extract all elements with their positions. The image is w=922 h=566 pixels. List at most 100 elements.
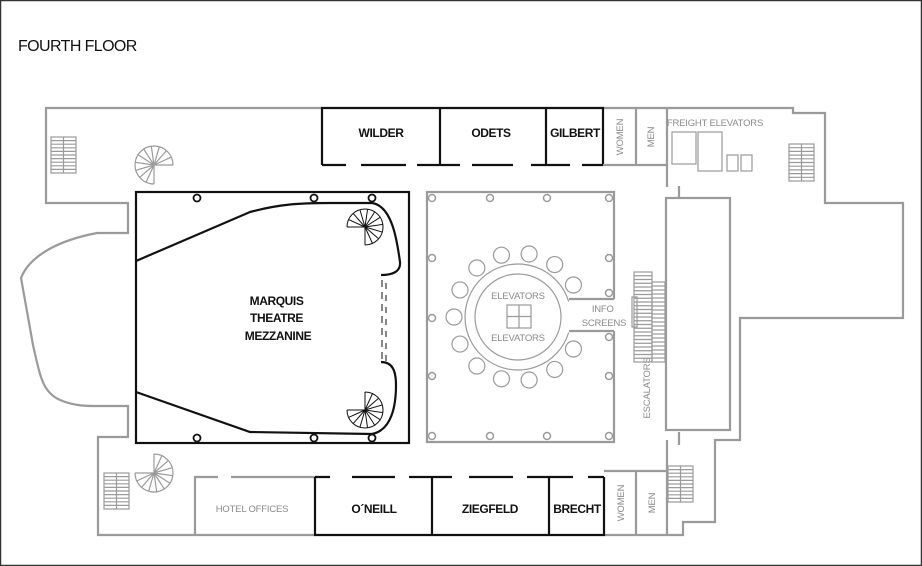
elevator-cab (451, 335, 469, 353)
spiral-step (364, 404, 383, 411)
room-gilbert[interactable]: GILBERT (550, 126, 601, 140)
escalator-well (664, 196, 732, 432)
spiral-step (364, 409, 383, 414)
spiral-step (153, 472, 173, 477)
spiral-step (364, 209, 369, 228)
column-marker (427, 193, 437, 203)
spiral-step (136, 472, 155, 482)
spiral-step (348, 219, 366, 228)
restroom-women-top[interactable]: WOMEN (615, 118, 626, 155)
room-oneill[interactable]: O´NEILL (351, 502, 397, 516)
stairs-icon (651, 281, 666, 363)
elevator-cab (492, 246, 511, 264)
spiral-step (153, 150, 167, 166)
column-marker (192, 193, 202, 203)
spiral-step (137, 154, 155, 166)
elevator-cab (564, 340, 583, 358)
stairs-icon (50, 136, 77, 174)
room-ziegfeld[interactable]: ZIEGFELD (462, 502, 519, 516)
spiral-edge (134, 453, 174, 493)
info-screens-label: INFO SCREENS (582, 304, 627, 329)
elevator-ring (464, 263, 570, 371)
spiral-edge (346, 391, 384, 429)
column-marker (427, 431, 437, 441)
spiral-stairs-icon (346, 391, 384, 429)
spiral-stairs-icon (134, 145, 174, 185)
spiral-edge (346, 208, 384, 246)
spiral-step (364, 409, 369, 428)
spiral-step (364, 216, 381, 228)
elevators-label-top: ELEVATORS (491, 291, 545, 302)
theatre-seat-markers (381, 280, 387, 361)
spiral-step (364, 223, 383, 228)
theatre-balcony-rail (135, 201, 402, 436)
spiral-step (150, 146, 155, 166)
spiral-step (153, 460, 169, 474)
top-meeting-rooms (320, 106, 605, 167)
escalators-label: ESCALATORS (642, 357, 653, 418)
hotel-offices-outline (193, 475, 315, 535)
spiral-step (135, 164, 155, 171)
theatre-columns (192, 193, 377, 443)
elevator-cab (520, 371, 538, 389)
room-hotel-offices[interactable]: HOTEL OFFICES (216, 504, 289, 515)
column-marker (427, 313, 437, 323)
spiral-step (359, 409, 366, 428)
spiral-step (153, 146, 160, 166)
column-marker (367, 433, 377, 443)
spiral-step (364, 409, 376, 426)
column-marker (192, 433, 202, 443)
theatre-outline (134, 190, 411, 445)
column-marker (427, 253, 437, 263)
freight-elevator-shafts (671, 131, 753, 172)
atrium-columns (427, 193, 614, 441)
restroom-men-bottom[interactable]: MEN (647, 492, 658, 513)
spiral-step (364, 226, 373, 244)
elevator-cab (451, 281, 469, 299)
column-marker (542, 431, 552, 441)
elevator-cab (520, 245, 538, 263)
bottom-meeting-rooms (313, 475, 606, 537)
restroom-men-top[interactable]: MEN (646, 126, 657, 147)
spiral-step (153, 472, 165, 490)
spiral-step (153, 156, 172, 166)
spiral-step (364, 409, 381, 421)
room-odets[interactable]: ODETS (471, 126, 511, 140)
column-marker (604, 371, 614, 381)
room-brecht[interactable]: BRECHT (553, 502, 602, 516)
freight-elevators-label: FREIGHT ELEVATORS (667, 118, 763, 129)
spiral-step (153, 472, 158, 492)
column-marker (427, 371, 437, 381)
spiral-step (364, 226, 383, 233)
stairs-icon (788, 143, 815, 182)
column-marker (309, 193, 319, 203)
elevator-cab (546, 255, 564, 274)
column-marker (604, 193, 614, 203)
spiral-step (141, 472, 155, 488)
column-marker (542, 193, 552, 203)
spiral-step (148, 472, 155, 492)
elevator-cab (468, 259, 486, 277)
elevator-core (474, 273, 562, 361)
room-wilder[interactable]: WILDER (359, 126, 405, 140)
spiral-step (364, 226, 379, 240)
elevator-cab (564, 276, 583, 294)
info-screen (631, 296, 638, 328)
column-marker (604, 332, 614, 342)
spiral-step (153, 467, 173, 474)
restroom-women-bottom[interactable]: WOMEN (616, 484, 627, 521)
elevator-cab (546, 360, 564, 379)
column-marker (367, 193, 377, 203)
column-marker (604, 288, 614, 298)
spiral-stairs-icon (346, 208, 384, 246)
spiral-step (153, 455, 163, 474)
spiral-step (364, 397, 379, 411)
elevator-cab (445, 308, 463, 326)
spiral-step (153, 472, 171, 484)
floor-title: FOURTH FLOOR (18, 38, 137, 55)
column-marker (604, 253, 614, 263)
theatre-label[interactable]: MARQUIS THEATRE MEZZANINE (245, 294, 312, 343)
spiral-step (139, 164, 155, 178)
building-outline (19, 106, 905, 537)
